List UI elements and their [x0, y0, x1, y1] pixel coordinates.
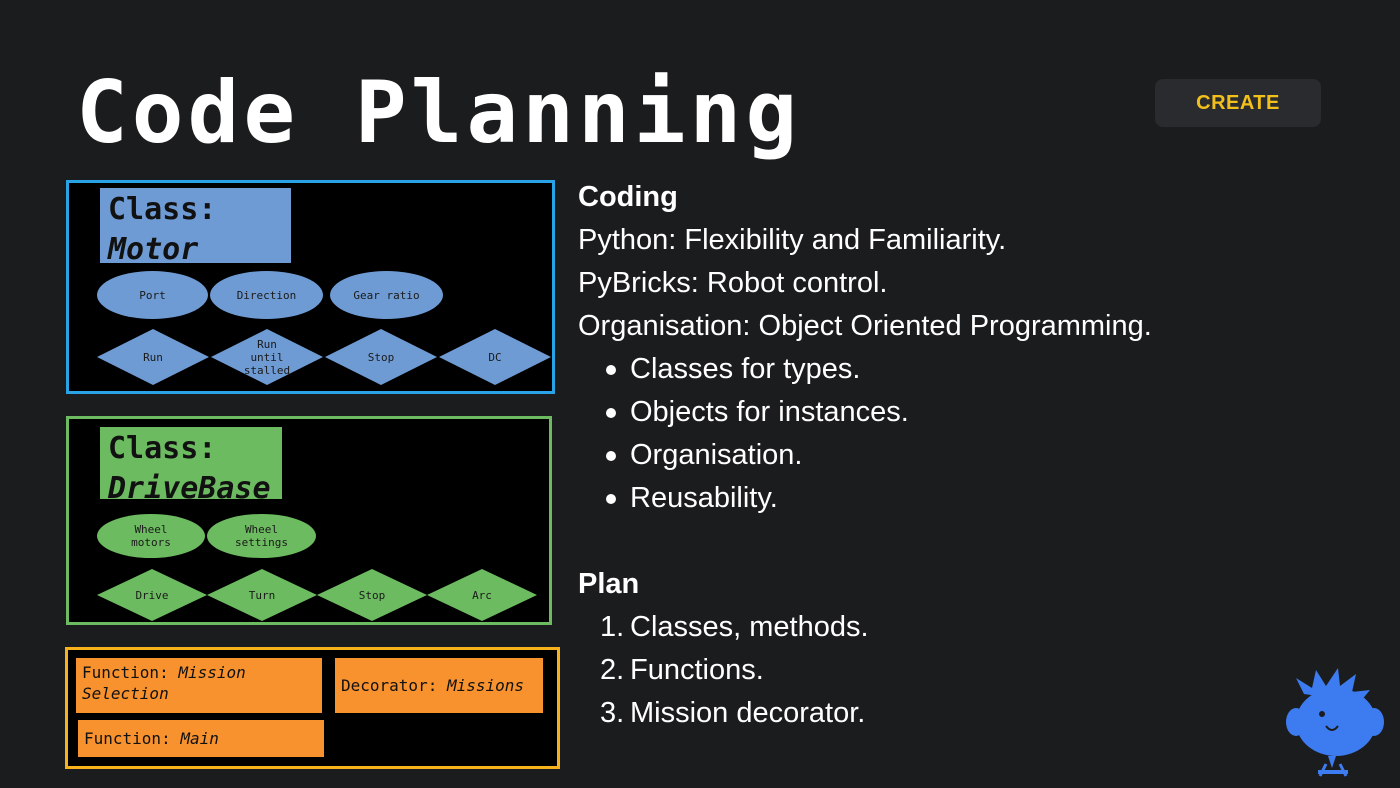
method-stop: Stop	[317, 569, 427, 621]
diamond-shape	[97, 329, 209, 385]
method-turn: Turn	[207, 569, 317, 621]
class-label: Class:	[108, 431, 217, 466]
page-title: Code Planning	[76, 63, 802, 163]
function-main: Function: Main	[78, 720, 324, 757]
method-arc: Arc	[427, 569, 537, 621]
method-drive: Drive	[97, 569, 207, 621]
motor-class-panel: Class: Motor Port Direction Gear ratio R…	[66, 180, 555, 394]
create-button[interactable]: CREATE	[1155, 79, 1321, 127]
method-stop: Stop	[325, 329, 437, 385]
bullet-item: Objects for instances.	[578, 391, 1278, 434]
drivebase-class-title: Class: DriveBase	[100, 427, 282, 506]
plan-item: 3. Mission decorator.	[578, 692, 1278, 735]
plan-item: 2. Functions.	[578, 649, 1278, 692]
plan-item: 1. Classes, methods.	[578, 606, 1278, 649]
method-run-until-stalled: Run until stalled	[211, 329, 323, 385]
coding-line: Organisation: Object Oriented Programmin…	[578, 310, 1152, 342]
diamond-shape	[211, 329, 323, 385]
method-run: Run	[97, 329, 209, 385]
attribute-port: Port	[97, 271, 208, 319]
method-dc: DC	[439, 329, 551, 385]
coding-line: PyBricks: Robot control.	[578, 267, 888, 299]
mascot-icon	[1286, 668, 1384, 777]
function-mission-selection: Function: Mission Selection	[76, 658, 322, 713]
spacer	[578, 520, 1278, 563]
content-text: Coding Python: Flexibility and Familiari…	[578, 176, 1278, 735]
diamond-shape	[325, 329, 437, 385]
drivebase-class-panel: Class: DriveBase Wheel motors Wheel sett…	[66, 416, 552, 625]
bullet-item: Classes for types.	[578, 348, 1278, 391]
attribute-wheel-motors: Wheel motors	[97, 514, 205, 558]
coding-line: Python: Flexibility and Familiarity.	[578, 224, 1007, 256]
motor-class-title: Class: Motor	[100, 188, 291, 267]
attribute-wheel-settings: Wheel settings	[207, 514, 316, 558]
diamond-shape	[439, 329, 551, 385]
bullet-item: Reusability.	[578, 477, 1278, 520]
plan-number: 2.	[600, 654, 625, 686]
decorator-missions: Decorator: Missions	[335, 658, 543, 713]
diamond-shape	[207, 569, 317, 621]
plan-number: 1.	[600, 611, 625, 643]
diamond-shape	[97, 569, 207, 621]
functions-panel: Function: Mission Selection Decorator: M…	[65, 647, 560, 769]
bullet-item: Organisation.	[578, 434, 1278, 477]
class-label: Class:	[108, 192, 217, 227]
plan-heading: Plan	[578, 568, 640, 600]
attribute-direction: Direction	[210, 271, 323, 319]
attribute-gear-ratio: Gear ratio	[330, 271, 443, 319]
class-name: DriveBase	[108, 471, 271, 506]
plan-number: 3.	[600, 697, 625, 729]
coding-heading: Coding	[578, 181, 678, 213]
class-name: Motor	[108, 232, 199, 267]
diamond-shape	[317, 569, 427, 621]
diamond-shape	[427, 569, 537, 621]
